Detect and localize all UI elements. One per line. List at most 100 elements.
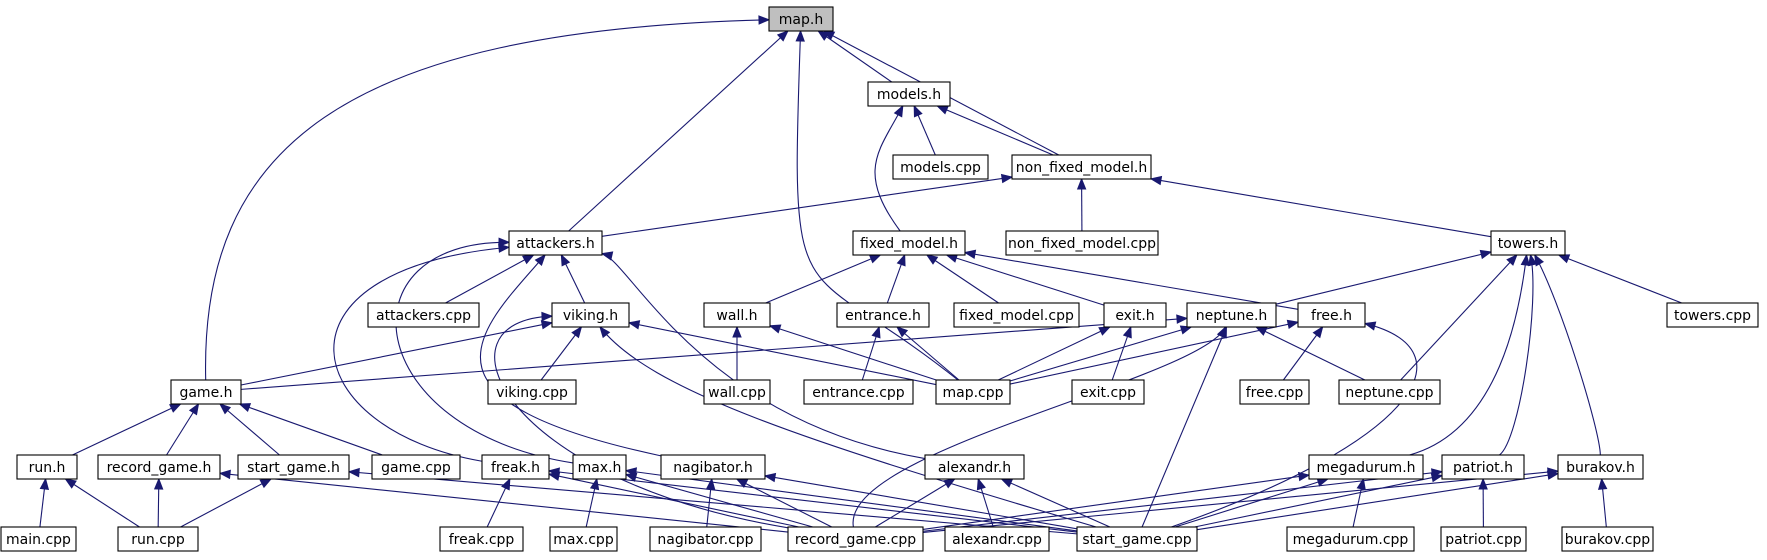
node-label: record_game.cpp	[795, 532, 916, 548]
edge-nagibator-h-to-attackers-h	[479, 254, 662, 457]
arrowhead-game-h-to-map-h	[758, 15, 771, 25]
node-run-cpp[interactable]: run.cpp	[117, 526, 199, 552]
node-nagibator-h[interactable]: nagibator.h	[660, 454, 766, 480]
node-freak-h[interactable]: freak.h	[481, 454, 550, 480]
edge-neptune-cpp-to-neptune-h	[1255, 326, 1366, 381]
node-alexandr-h[interactable]: alexandr.h	[924, 454, 1025, 480]
edge-record-game-cpp-to-nagibator-h	[736, 478, 832, 528]
node-patriot-h[interactable]: patriot.h	[1441, 454, 1525, 480]
arrowhead-free-h-to-fixed-model-h	[963, 249, 977, 259]
node-label: run.cpp	[131, 532, 185, 548]
node-main-cpp[interactable]: main.cpp	[0, 526, 77, 552]
node-box	[439, 526, 524, 552]
edge-record-game-cpp-to-alexandr-h	[875, 478, 955, 528]
edge-record-game-cpp-to-freak-h	[548, 473, 799, 528]
node-box	[1186, 302, 1277, 328]
node-wall-h[interactable]: wall.h	[703, 302, 771, 328]
node-models-cpp[interactable]: models.cpp	[892, 154, 989, 180]
node-label: patriot.cpp	[1445, 532, 1522, 548]
edge-towers-h-to-non-fixed-model-h	[1150, 178, 1492, 238]
node-non-fixed-model-h[interactable]: non_fixed_model.h	[1011, 154, 1152, 180]
node-entrance-cpp[interactable]: entrance.cpp	[803, 379, 914, 405]
node-towers-h[interactable]: towers.h	[1490, 230, 1566, 256]
node-wall-cpp[interactable]: wall.cpp	[703, 379, 771, 405]
node-fixed-model-cpp[interactable]: fixed_model.cpp	[953, 302, 1080, 328]
edge-run-h-to-game-h	[72, 403, 181, 456]
node-free-h[interactable]: free.h	[1297, 302, 1366, 328]
node-entrance-h[interactable]: entrance.h	[836, 302, 930, 328]
edge-towers-cpp-to-towers-h	[1558, 254, 1682, 304]
node-nagibator-cpp[interactable]: nagibator.cpp	[649, 526, 762, 552]
arrowhead-fixed-model-h-to-models-h	[893, 104, 904, 118]
node-box	[953, 302, 1080, 328]
node-run-h[interactable]: run.h	[16, 454, 78, 480]
node-models-h[interactable]: models.h	[867, 81, 951, 107]
arrowhead-wall-cpp-to-wall-h	[732, 325, 742, 338]
arrowhead-map-cpp-to-wall-h	[768, 324, 782, 334]
node-megadurum-cpp[interactable]: megadurum.cpp	[1286, 526, 1415, 552]
node-alexandr-cpp[interactable]: alexandr.cpp	[944, 526, 1050, 552]
node-patriot-cpp[interactable]: patriot.cpp	[1440, 526, 1527, 552]
node-fixed-model-h[interactable]: fixed_model.h	[852, 230, 966, 256]
node-exit-h[interactable]: exit.h	[1103, 302, 1167, 328]
edge-models-h-to-map-h	[817, 30, 893, 83]
node-label: burakov.h	[1566, 460, 1635, 476]
node-viking-cpp[interactable]: viking.cpp	[487, 379, 577, 405]
edge-fixed-model-h-to-models-h	[874, 105, 904, 232]
node-neptune-cpp[interactable]: neptune.cpp	[1338, 379, 1441, 405]
node-max-cpp[interactable]: max.cpp	[549, 526, 618, 552]
node-burakov-h[interactable]: burakov.h	[1557, 454, 1644, 480]
node-box	[1297, 302, 1366, 328]
node-box	[703, 302, 771, 328]
edge-start-game-cpp-to-viking-h	[599, 326, 1097, 528]
arrowhead-patriot-h-to-towers-h	[1528, 253, 1538, 267]
node-label: neptune.h	[1196, 308, 1268, 324]
edge-neptune-h-to-towers-h	[1275, 251, 1492, 305]
node-label: map.cpp	[942, 385, 1003, 401]
node-label: start_game.h	[247, 460, 340, 476]
arrowhead-models-cpp-to-models-h	[913, 104, 923, 118]
node-game-h[interactable]: game.h	[170, 379, 242, 405]
node-label: exit.cpp	[1080, 385, 1136, 401]
edge-start-game-cpp-to-neptune-h	[1141, 326, 1227, 528]
node-attackers-cpp[interactable]: attackers.cpp	[367, 302, 480, 328]
node-record-game-cpp[interactable]: record_game.cpp	[787, 526, 924, 552]
edge-record-game-cpp-to-megadurum-h	[922, 474, 1310, 531]
node-non-fixed-model-cpp[interactable]: non_fixed_model.cpp	[1005, 230, 1159, 256]
node-label: freak.cpp	[449, 532, 515, 548]
node-label: attackers.cpp	[376, 308, 471, 324]
node-box	[1239, 379, 1310, 405]
arrowhead-start-game-cpp-to-viking-h	[599, 325, 611, 339]
node-box	[892, 154, 989, 180]
node-exit-cpp[interactable]: exit.cpp	[1071, 379, 1145, 405]
node-start-game-h[interactable]: start_game.h	[237, 454, 350, 480]
node-map-h[interactable]: map.h	[768, 6, 834, 32]
node-free-cpp[interactable]: free.cpp	[1239, 379, 1310, 405]
node-map-cpp[interactable]: map.cpp	[935, 379, 1011, 405]
arrowhead-entrance-cpp-to-entrance-h	[871, 325, 881, 339]
node-start-game-cpp[interactable]: start_game.cpp	[1076, 526, 1198, 552]
node-label: wall.cpp	[708, 385, 766, 401]
node-max-h[interactable]: max.h	[572, 454, 627, 480]
edge-burakov-h-to-towers-h	[1534, 254, 1601, 456]
edge-record-game-cpp-to-burakov-h	[922, 470, 1559, 534]
node-game-cpp[interactable]: game.cpp	[371, 454, 461, 480]
node-box	[1286, 526, 1415, 552]
node-burakov-cpp[interactable]: burakov.cpp	[1561, 526, 1654, 552]
node-freak-cpp[interactable]: freak.cpp	[439, 526, 524, 552]
arrowhead-start-game-cpp-to-max-h	[624, 467, 638, 477]
node-record-game-h[interactable]: record_game.h	[97, 454, 221, 480]
edges-layer	[39, 15, 1682, 535]
node-box	[371, 454, 461, 480]
node-attackers-h[interactable]: attackers.h	[508, 230, 603, 256]
edge-wall-h-to-fixed-model-h	[765, 254, 881, 304]
node-megadurum-h[interactable]: megadurum.h	[1308, 454, 1424, 480]
node-label: viking.cpp	[496, 385, 568, 401]
arrowhead-record-game-cpp-to-record-game-h	[218, 469, 231, 480]
node-box	[170, 379, 242, 405]
node-towers-cpp[interactable]: towers.cpp	[1666, 302, 1759, 328]
node-viking-h[interactable]: viking.h	[551, 302, 630, 328]
node-label: nagibator.cpp	[657, 532, 753, 548]
node-neptune-h[interactable]: neptune.h	[1186, 302, 1277, 328]
node-label: map.h	[779, 12, 823, 28]
